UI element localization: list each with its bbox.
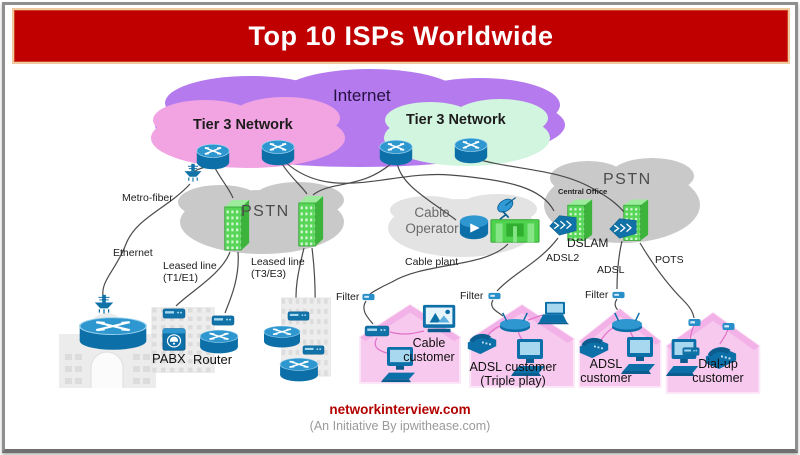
link-r2-central-office <box>282 159 555 212</box>
triple-play-label: ADSL customer (Triple play) <box>469 360 557 389</box>
pstn-left-title: PSTN <box>241 203 290 220</box>
footer-subtitle: (An Initiative By ipwithease.com) <box>309 419 491 433</box>
ethernet-label: Ethernet <box>113 247 153 259</box>
cable-modem <box>364 325 390 337</box>
link-b1-pabx <box>175 251 231 307</box>
dslam-label: DSLAM <box>567 236 609 250</box>
link-pots <box>639 242 695 319</box>
fiber-node-bottom <box>94 294 114 315</box>
link-filter2-wifi <box>491 299 504 317</box>
leased-line-t3-label: Leased line (T3/E3) <box>251 256 305 281</box>
link-adsl <box>616 240 623 290</box>
connection-lines <box>102 157 695 344</box>
cable-headend-building <box>490 219 540 243</box>
adsl-label: ADSL <box>597 264 625 276</box>
link-r1-pstn-building <box>213 165 234 199</box>
router-csu-modem <box>211 315 235 326</box>
customer-edge-router <box>78 316 148 352</box>
tier3-router-4 <box>453 137 489 165</box>
filter-label-2: Filter <box>460 290 484 302</box>
filter-label-3: Filter <box>585 289 609 301</box>
pabx-csu-modem <box>162 308 186 319</box>
link-cable-plant <box>369 243 509 295</box>
laptop-icon <box>537 301 569 325</box>
csu-modem-2 <box>302 345 325 355</box>
central-office-label: Central Office <box>558 187 608 196</box>
csu-modem-1 <box>287 311 310 321</box>
pstn-switch-building-2 <box>298 195 324 247</box>
fiber-node-top <box>183 163 203 183</box>
tier3-right-title: Tier 3 Network <box>406 112 506 128</box>
filter-icon-cable <box>362 293 375 301</box>
dialup-modem <box>682 347 700 356</box>
metro-fiber-label: Metro-fiber <box>122 192 173 204</box>
enterprise-router-2 <box>279 357 319 383</box>
enterprise-router-1 <box>263 325 301 349</box>
tier3-router-2 <box>260 139 296 167</box>
filter-icon-triple <box>488 292 501 300</box>
title-banner: Top 10 ISPs Worldwide <box>14 10 788 62</box>
link-dslam-adsl2 <box>496 237 559 292</box>
tier3-right-cloud <box>384 99 550 166</box>
adsl-customer-label: ADSL customer <box>580 357 632 386</box>
leased-line-t1-label: Leased line (T1/E1) <box>163 260 217 285</box>
link-r4-pstn-right <box>473 157 626 214</box>
tier3-router-1 <box>195 143 231 171</box>
link-r3-cable-operator <box>396 161 457 221</box>
cable-operator-title: Cable Operator <box>405 205 459 236</box>
pabx-device <box>162 328 186 351</box>
link-b1-router-csu <box>224 251 239 314</box>
wall-jack-2 <box>722 323 735 330</box>
wall-jack-1 <box>688 319 701 326</box>
cable-plant-label: Cable plant <box>405 256 459 268</box>
tier3-left-title: Tier 3 Network <box>193 117 293 133</box>
tier3-router-3 <box>378 139 414 167</box>
pstn-right-title: PSTN <box>603 171 652 188</box>
adsl2-label: ADSL2 <box>546 252 580 264</box>
dialup-customer-label: Dial-up customer <box>692 357 744 386</box>
pots-label: POTS <box>655 254 684 266</box>
filter-label-1: Filter <box>336 291 360 303</box>
link-metro-fiber-ethernet <box>102 183 191 297</box>
link-r2-b2 <box>280 161 308 195</box>
link-filter1-cable-modem <box>363 300 374 325</box>
pabx-label: PABX <box>152 351 186 366</box>
page-title: Top 10 ISPs Worldwide <box>248 20 554 51</box>
internet-cloud-title: Internet <box>333 86 391 105</box>
filter-icon-adsl <box>612 291 625 299</box>
cable-customer-label: Cable customer <box>403 336 455 365</box>
footer-site: networkinterview.com <box>329 402 471 417</box>
router-label: Router <box>193 352 233 367</box>
leased-line-router <box>199 329 239 355</box>
